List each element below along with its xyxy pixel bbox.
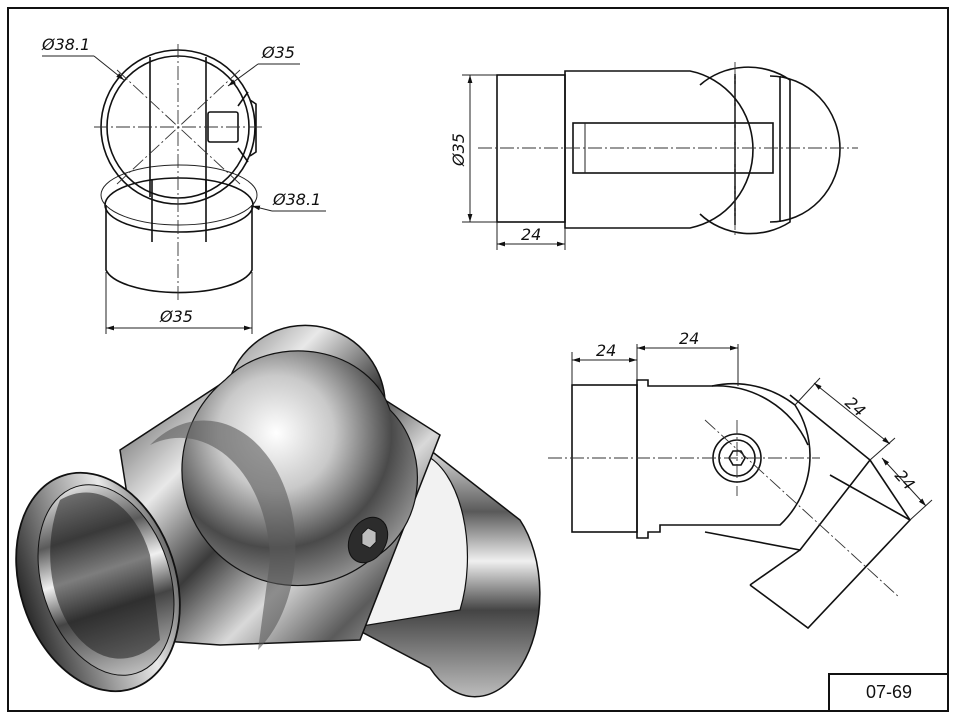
dim-tube-diameter: Ø35 xyxy=(159,307,193,326)
dim-angled-tube-length: 24 xyxy=(596,341,616,360)
dim-outer-diameter-mid: Ø38.1 xyxy=(272,190,321,209)
isometric-render xyxy=(15,324,541,698)
dim-outer-diameter-top: Ø38.1 xyxy=(41,35,90,54)
title-block xyxy=(828,673,949,712)
sheet-border xyxy=(7,7,949,712)
dim-angled-body-length: 24 xyxy=(679,329,699,348)
dim-side-length: 24 xyxy=(521,225,541,244)
dim-angled-arm-body: 24 xyxy=(841,393,869,421)
end-view: Ø38.1 Ø35 Ø38.1 Ø35 xyxy=(41,35,326,334)
side-view: Ø35 24 xyxy=(449,62,858,250)
angled-view: 24 24 24 24 xyxy=(548,329,933,630)
dim-inner-diameter: Ø35 xyxy=(261,43,295,62)
dim-angled-arm-tube: 24 xyxy=(891,466,919,494)
drawing-code: 07-69 xyxy=(866,682,912,702)
dim-side-tube-diameter: Ø35 xyxy=(449,133,468,167)
